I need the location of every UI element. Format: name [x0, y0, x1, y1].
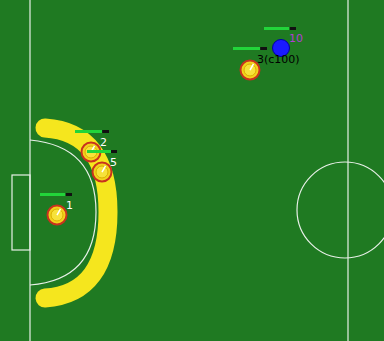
robot-number: 5	[110, 157, 117, 169]
center-circle	[297, 162, 384, 258]
robot-number: 3(c100)	[257, 54, 300, 66]
robot-body	[93, 163, 112, 182]
robot-core	[244, 64, 256, 76]
robot-core	[51, 209, 63, 221]
robot-heading	[57, 209, 61, 215]
health-bar	[75, 130, 102, 133]
health-bar-empty	[290, 27, 296, 30]
robot-core	[96, 166, 108, 178]
health-bar-empty	[66, 193, 72, 196]
robot-body	[241, 61, 260, 80]
robot-number: 1	[66, 200, 73, 212]
robot-body	[48, 206, 67, 225]
health-bar	[233, 47, 260, 50]
goal-line	[29, 0, 30, 341]
health-bar	[264, 27, 290, 30]
robot-heading	[102, 166, 106, 172]
halfway-line	[347, 0, 348, 341]
goal-box	[12, 175, 30, 250]
robot-number: 2	[100, 137, 107, 149]
health-bar-empty	[111, 150, 117, 153]
defense-zone-band	[45, 128, 108, 298]
health-bar-empty	[102, 130, 109, 133]
penalty-arc	[30, 140, 96, 285]
health-bar	[40, 193, 66, 196]
health-bar	[87, 150, 111, 153]
robot-heading	[250, 64, 254, 70]
opponent-number: 10	[289, 33, 303, 45]
health-bar-empty	[260, 47, 267, 50]
